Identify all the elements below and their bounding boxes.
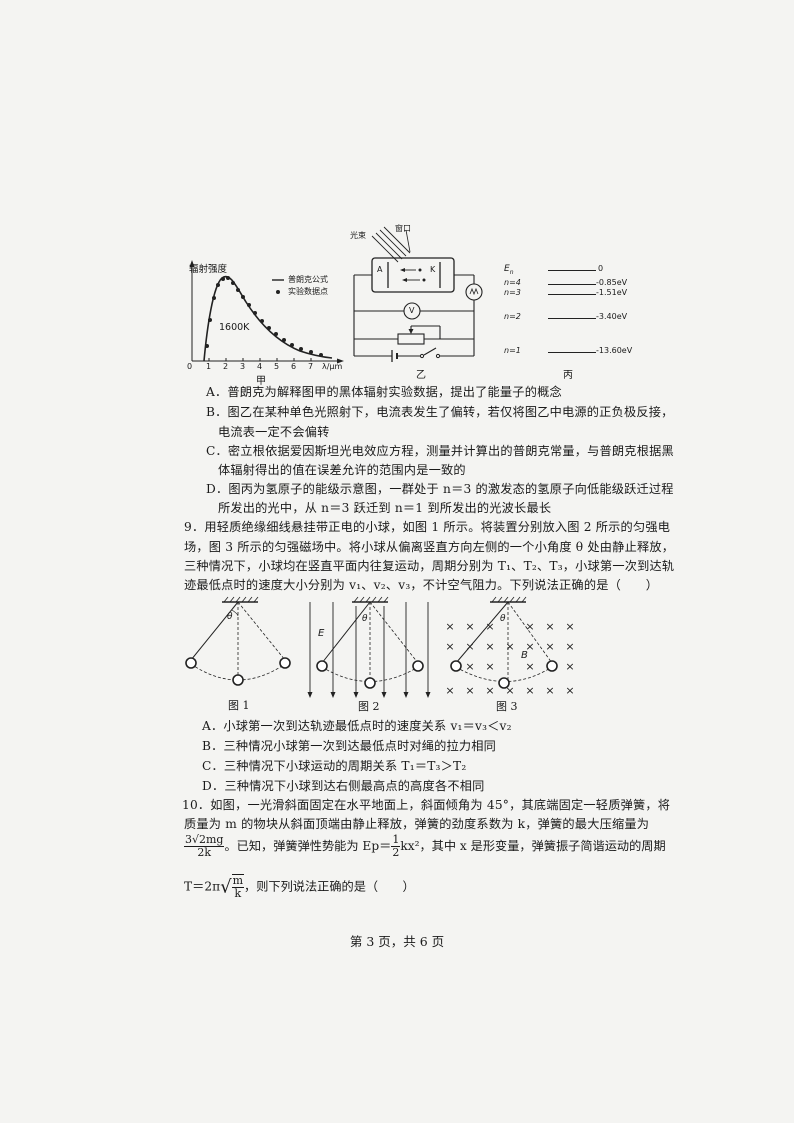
experimental-points	[205, 276, 323, 357]
svg-text:×: ×	[565, 640, 574, 653]
q8-option-c-line1: C．密立根依据爱因斯坦光电效应方程，测量并计算出的普朗克常量，与普朗克根据黑	[206, 444, 674, 458]
figure-bing-energy-levels: En 0 n=4 -0.85eV n=3 -1.51eV n=2 -3.40eV…	[500, 264, 660, 374]
jia-caption: 甲	[256, 376, 266, 387]
figure-jia-blackbody-chart	[189, 260, 344, 364]
svg-text:×: ×	[505, 640, 514, 653]
bing-level-3-n: n=3	[504, 288, 521, 297]
jia-temperature: 1600K	[219, 322, 250, 333]
q9-option-c: C．三种情况下小球运动的周期关系 T₁＝T₃＞T₂	[202, 759, 467, 773]
bing-level-inf-value: 0	[598, 264, 604, 273]
svg-text:×: ×	[565, 684, 574, 697]
bing-level-2-value: -3.40eV	[596, 312, 628, 321]
svg-text:×: ×	[505, 684, 514, 697]
q9-option-d: D．三种情况下小球到达右侧最高点的高度各不相同	[202, 779, 485, 793]
svg-text:×: ×	[445, 620, 454, 633]
svg-text:×: ×	[485, 660, 494, 673]
q9-option-b: B．三种情况小球第一次到达最低点时对绳的拉力相同	[202, 739, 497, 753]
q8-option-d-line1: D．图丙为氢原子的能级示意图，一群处于 n＝3 的激发态的氢原子向低能级跃迁过程	[206, 482, 674, 496]
yi-window-label: 窗口	[395, 224, 411, 233]
q9-option-a: A．小球第一次到达轨迹最低点时的速度关系 v₁＝v₃＜v₂	[202, 719, 512, 733]
jia-xtick-7: 7	[308, 362, 314, 371]
svg-text:×: ×	[545, 640, 554, 653]
q9-figure-1-pendulum	[185, 596, 291, 686]
svg-text:×: ×	[565, 620, 574, 633]
q9-fig2-caption: 图 2	[358, 700, 380, 713]
yi-voltmeter-label: V	[409, 306, 415, 315]
figure-yi-photoelectric-circuit	[353, 226, 483, 362]
q8-option-b-line1: B．图乙在某种单色光照射下，电流表发生了偏转，若仅将图乙中电源的正负极反接，	[206, 405, 674, 419]
q9-stem-line4: 迹最低点时的速度大小分别为 v₁、v₂、v₃，不计空气阻力。下列说法正确的是（ …	[184, 578, 659, 592]
q9-stem-line1: 9．用轻质绝缘细线悬挂带正电的小球，如图 1 所示。将装置分别放入图 2 所示的…	[184, 520, 671, 534]
q9-fig3-field-b: B	[521, 650, 528, 661]
q9-fig2-field-e: E	[318, 628, 325, 639]
bing-level-3-value: -1.51eV	[596, 288, 628, 297]
q9-figure-3-magnetic-field: ×××××× ××××××× ×××× ×××××××	[445, 596, 575, 697]
q9-fig3-caption: 图 3	[496, 700, 518, 713]
q9-figure-2-electric-field	[307, 596, 431, 698]
svg-text:×: ×	[485, 684, 494, 697]
q8-option-d-line2: 所发出的光中，从 n＝3 跃迁到 n＝1 到所发出的光波长最长	[218, 501, 552, 515]
jia-legend-line: 普朗克公式	[288, 275, 328, 284]
bing-level-1-n: n=1	[504, 346, 521, 355]
bing-caption: 丙	[563, 370, 573, 381]
svg-text:×: ×	[565, 660, 574, 673]
svg-text:×: ×	[485, 620, 494, 633]
svg-text:×: ×	[465, 620, 474, 633]
svg-text:×: ×	[525, 660, 534, 673]
jia-ylabel: 辐射强度	[189, 264, 228, 275]
q10-stem-line2: 质量为 m 的物块从斜面顶端由静止释放，弹簧的劲度系数为 k，弹簧的最大压缩量为	[184, 817, 650, 831]
q8-option-a: A．普朗克为解释图甲的黑体辐射实验数据，提出了能量子的概念	[206, 385, 562, 399]
jia-legend-dot: 实验数据点	[288, 287, 328, 296]
bing-level-2-n: n=2	[504, 312, 521, 321]
svg-text:×: ×	[445, 684, 454, 697]
bing-level-4-value: -0.85eV	[596, 278, 628, 287]
jia-xtick-6: 6	[291, 362, 297, 371]
q8-option-c-line2: 体辐射得出的值在误差允许的范围内是一致的	[218, 463, 466, 477]
q9-stem-line3: 三种情况下，小球均在竖直平面内往复运动，周期分别为 T₁、T₂、T₃，小球第一次…	[184, 559, 675, 573]
svg-text:×: ×	[485, 640, 494, 653]
jia-xtick-0: 0	[187, 362, 193, 371]
jia-xtick-4: 4	[257, 362, 263, 371]
yi-beam-label: 光束	[350, 231, 366, 240]
q9-fig1-caption: 图 1	[228, 699, 250, 712]
yi-anode-label: A	[377, 265, 383, 274]
bing-en-label: En	[504, 264, 514, 276]
bing-level-4-n: n=4	[504, 278, 521, 287]
jia-xlabel: λ/μm	[322, 362, 343, 371]
svg-text:×: ×	[545, 684, 554, 697]
bing-level-1-value: -13.60eV	[596, 346, 633, 355]
jia-xtick-2: 2	[223, 362, 229, 371]
svg-text:×: ×	[465, 684, 474, 697]
svg-text:×: ×	[445, 640, 454, 653]
q9-fig2-theta: θ	[362, 614, 368, 624]
svg-text:×: ×	[525, 620, 534, 633]
jia-xtick-5: 5	[274, 362, 280, 371]
jia-xtick-3: 3	[240, 362, 246, 371]
svg-text:×: ×	[465, 660, 474, 673]
q8-option-b-line2: 电流表一定不会偏转	[218, 425, 330, 439]
svg-text:×: ×	[525, 684, 534, 697]
svg-text:×: ×	[545, 620, 554, 633]
svg-text:×: ×	[525, 640, 534, 653]
q9-fig1-theta: θ	[227, 612, 233, 622]
yi-cathode-label: K	[430, 265, 436, 274]
jia-xtick-1: 1	[206, 362, 212, 371]
page-footer: 第 3 页，共 6 页	[349, 934, 445, 949]
planck-curve	[203, 275, 333, 362]
q9-stem-line2: 场，图 3 所示的匀强磁场中。将小球从偏离竖直方向左侧的一个小角度 θ 处由静止…	[184, 540, 675, 554]
q9-fig3-theta: θ	[500, 614, 506, 624]
q10-stem-line1: 10．如图，一光滑斜面固定在水平地面上，斜面倾角为 45°，其底端固定一轻质弹簧…	[182, 798, 671, 812]
yi-caption: 乙	[416, 370, 426, 381]
